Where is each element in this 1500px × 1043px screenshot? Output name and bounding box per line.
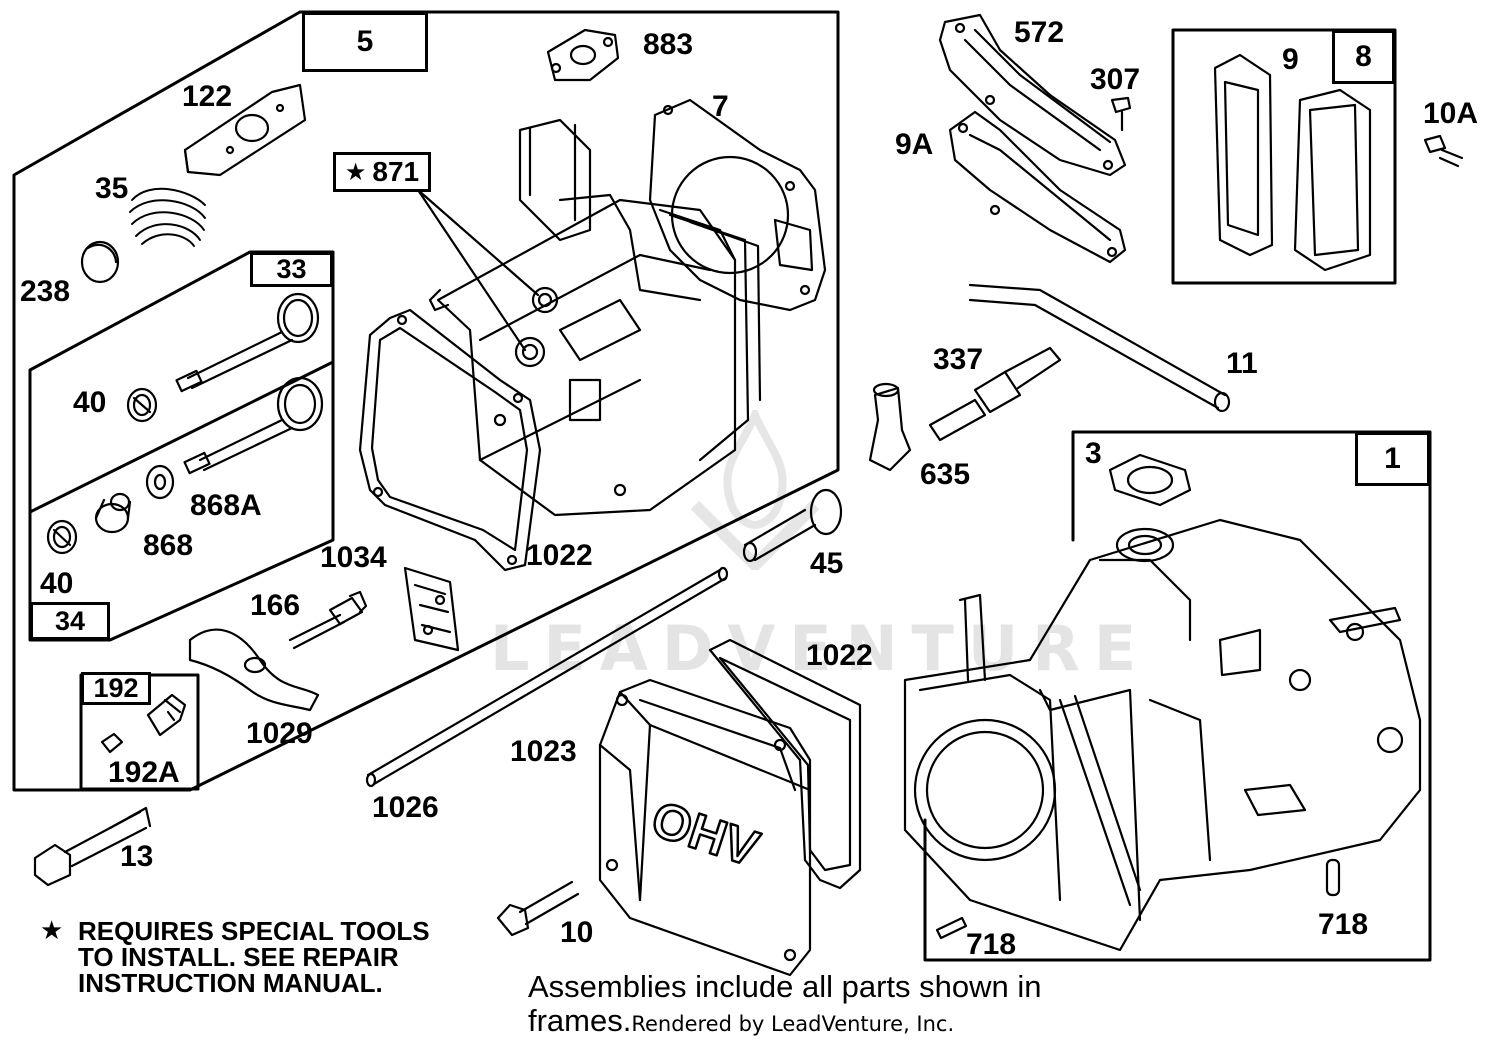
cylinder-block xyxy=(903,518,1422,952)
nut-192A xyxy=(100,732,124,754)
seal-3 xyxy=(1108,453,1192,507)
part-718-right: 718 xyxy=(1318,908,1369,941)
part-9: 9 xyxy=(1282,43,1299,76)
part-13: 13 xyxy=(120,840,154,873)
frame-33-34 xyxy=(28,250,335,642)
frame-8 xyxy=(1171,28,1397,285)
callout-871: ★ 871 xyxy=(333,152,431,192)
frame-label-8: 8 xyxy=(1332,30,1395,84)
part-192A: 192A xyxy=(108,756,180,789)
part-718-left: 718 xyxy=(966,928,1017,961)
cap-238 xyxy=(80,240,120,284)
assemblies-line-2: frames. xyxy=(528,1003,632,1038)
bolt-13 xyxy=(33,806,152,887)
pushrod-1026 xyxy=(365,566,729,788)
guide-45 xyxy=(742,488,843,563)
spring-35 xyxy=(129,187,206,247)
rocker-cover-1023 xyxy=(598,678,812,977)
plate-1034 xyxy=(403,566,460,652)
part-572: 572 xyxy=(1014,16,1065,49)
rendered-by: Rendered by LeadVenture, Inc. xyxy=(631,1012,955,1036)
star-icon: ★ xyxy=(344,158,367,186)
part-122: 122 xyxy=(182,80,233,113)
leader-871 xyxy=(416,188,540,352)
assemblies-note: Assemblies include all parts shown in fr… xyxy=(528,970,1041,1041)
spark-plug-337 xyxy=(928,346,1062,442)
part-11: 11 xyxy=(1226,347,1258,380)
watermark-text: LEADVENTURE xyxy=(490,612,1151,685)
pin-718b xyxy=(1325,858,1341,897)
part-635: 635 xyxy=(920,458,971,491)
rocker-arm-1029 xyxy=(188,628,320,712)
note-line-1: REQUIRES SPECIAL TOOLS xyxy=(78,916,430,946)
boot-635 xyxy=(868,382,912,472)
gasket-883 xyxy=(546,28,620,82)
note-line-2: TO INSTALL. SEE REPAIR xyxy=(78,942,399,972)
note-star-icon: ★ xyxy=(40,916,64,946)
part-337: 337 xyxy=(933,343,984,376)
part-1022-head: 1022 xyxy=(526,539,593,572)
leadventure-logo-watermark xyxy=(690,410,820,570)
part-45: 45 xyxy=(810,547,844,580)
keeper-40a xyxy=(126,387,158,423)
part-1022-cover: 1022 xyxy=(806,639,873,672)
valve-upper xyxy=(175,292,320,393)
keeper-40b xyxy=(46,519,78,555)
part-238: 238 xyxy=(20,275,71,308)
part-1026: 1026 xyxy=(372,791,439,824)
stud-166 xyxy=(288,590,368,650)
frame-label-1: 1 xyxy=(1355,432,1430,486)
frame-label-33: 33 xyxy=(250,252,333,287)
frame-1 xyxy=(923,430,1432,962)
cylinder-head xyxy=(428,118,762,517)
part-40-upper: 40 xyxy=(73,386,107,419)
part-307: 307 xyxy=(1090,63,1141,96)
special-tools-note: ★ REQUIRES SPECIAL TOOLS TO INSTALL. SEE… xyxy=(40,918,430,996)
screw-10A xyxy=(1423,134,1464,168)
part-35: 35 xyxy=(95,172,129,205)
part-10: 10 xyxy=(560,916,594,949)
gasket-572 xyxy=(938,13,1127,177)
assemblies-line-1: Assemblies include all parts shown in xyxy=(528,969,1042,1004)
head-gasket-7 xyxy=(648,98,827,312)
part-883: 883 xyxy=(643,28,694,61)
cover-ohv-text: OHV xyxy=(645,790,766,877)
gasket-9 xyxy=(1213,53,1274,257)
part-10A: 10A xyxy=(1423,97,1479,130)
frame-label-34: 34 xyxy=(30,602,110,640)
part-1023: 1023 xyxy=(510,735,577,768)
spacer-122 xyxy=(183,83,307,177)
pin-718a xyxy=(935,916,968,940)
part-868A: 868A xyxy=(190,489,262,522)
gasket-9A xyxy=(948,110,1127,264)
part-3: 3 xyxy=(1085,437,1102,470)
note-line-3: INSTRUCTION MANUAL. xyxy=(78,968,383,998)
part-166: 166 xyxy=(250,589,301,622)
callout-871-text: 871 xyxy=(372,156,420,187)
tube-11 xyxy=(968,283,1231,413)
part-40-lower: 40 xyxy=(40,567,74,600)
valve-lower xyxy=(183,376,324,475)
frame-label-5: 5 xyxy=(302,12,428,72)
part-1034: 1034 xyxy=(320,541,387,574)
part-1029: 1029 xyxy=(246,717,313,750)
bolt-10 xyxy=(496,880,580,937)
rocker-gasket-1022a xyxy=(358,308,542,572)
part-868: 868 xyxy=(143,529,194,562)
cover-gasket-1022b xyxy=(708,638,862,890)
seal-868 xyxy=(94,492,132,534)
screw-307 xyxy=(1110,96,1132,132)
washer-868A xyxy=(145,464,175,500)
part-7: 7 xyxy=(712,90,729,123)
breather-8 xyxy=(1293,88,1372,272)
part-9A: 9A xyxy=(895,128,934,161)
screw-192 xyxy=(146,693,187,737)
frame-label-192: 192 xyxy=(81,672,151,705)
